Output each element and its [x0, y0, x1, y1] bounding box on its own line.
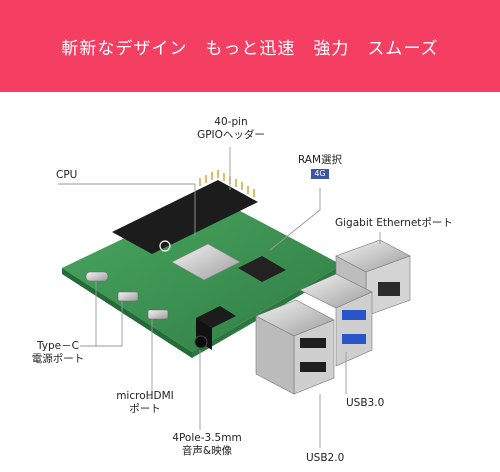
- raspberry-logo-icon: [159, 240, 171, 252]
- raspberry-pi-illustration: [58, 147, 411, 448]
- ethernet-label: Gigabit Ethernetポート: [335, 217, 453, 229]
- microhdmi-port-2: [147, 309, 169, 320]
- audio-jack: [194, 306, 236, 350]
- pcb-edge: [62, 268, 192, 358]
- audio-label-line1: 4Pole-3.5mm: [172, 432, 242, 444]
- cpu-label: CPU: [56, 169, 78, 181]
- usb2-label: USB2.0: [306, 452, 345, 464]
- typec-label: Type－C 電源ポート: [28, 340, 88, 366]
- microhdmi-label-line1: microHDMI: [116, 390, 174, 402]
- cpu-chip: [171, 243, 241, 281]
- audio-label: 4Pole-3.5mm 音声&映像: [170, 432, 244, 458]
- typec-port: [85, 271, 109, 282]
- usb3-label: USB3.0: [346, 397, 385, 409]
- ram-chip: [238, 256, 286, 282]
- microhdmi-port-1: [117, 291, 139, 302]
- header-banner: 斬新なデザイン もっと迅速 強力 スムーズ: [0, 0, 500, 92]
- usb2-ports: [255, 299, 335, 395]
- usb3-ports: [299, 273, 373, 367]
- ram-label: RAM選択 4G: [292, 154, 348, 180]
- ram-badge: 4G: [311, 169, 329, 179]
- ram-label-text: RAM選択: [297, 154, 343, 166]
- gpio-label-line2: GPIOヘッダー: [197, 129, 265, 141]
- gpio-label: 40-pin GPIOヘッダー: [196, 116, 266, 142]
- typec-label-line1: Type－C: [37, 340, 79, 352]
- banner-title: 斬新なデザイン もっと迅速 強力 スムーズ: [61, 38, 439, 59]
- microhdmi-label: microHDMI ポート: [110, 390, 180, 416]
- microhdmi-label-line2: ポート: [129, 403, 161, 415]
- typec-label-line2: 電源ポート: [31, 353, 85, 365]
- gpio-label-line1: 40-pin: [214, 116, 248, 128]
- audio-label-line2: 音声&映像: [181, 445, 233, 457]
